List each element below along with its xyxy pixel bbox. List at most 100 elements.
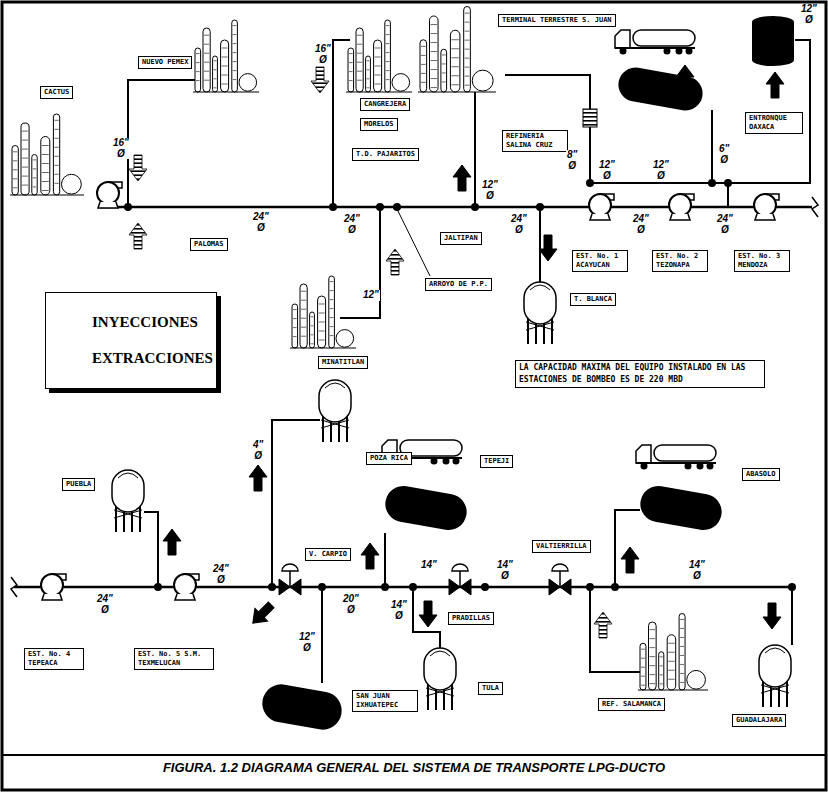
drawing: [10, 7, 818, 733]
station-name: PRADILLAS: [452, 614, 490, 623]
legend-box: [45, 292, 217, 389]
pipe-diameter: 12" Ø: [481, 180, 499, 201]
junction-dot: [536, 203, 544, 211]
extraction-arrow: [539, 235, 557, 261]
station-label-box: TEPEJI: [480, 455, 513, 468]
extraction-arrow: [676, 65, 694, 91]
vertical-tank: [752, 16, 794, 66]
pipe-diameter: 24" Ø: [343, 214, 361, 235]
junction-dot: [788, 583, 796, 591]
pump-symbol: [669, 194, 694, 220]
storage-tank: [319, 380, 351, 442]
pipe-diameter: 16" Ø: [112, 138, 130, 159]
station-name: CANGREJERA: [364, 100, 406, 109]
figure-caption: FIGURA. 1.2 DIAGRAMA GENERAL DEL SISTEMA…: [0, 760, 828, 775]
plant-icon: [193, 20, 259, 92]
station-name: PUEBLA: [66, 480, 91, 489]
note-box: LA CAPACIDAD MAXIMA DEL EQUIPO INSTALADO…: [515, 360, 765, 388]
plant-icon: [10, 114, 84, 195]
pipe-line: [321, 587, 323, 683]
pipe-line: [539, 207, 541, 282]
break-symbol: [11, 577, 17, 597]
station-name: TERMINAL TERRESTRE S. JUAN: [502, 16, 612, 25]
pipe-diameter: 14" Ø: [688, 560, 706, 581]
station-name: TULA: [482, 684, 499, 693]
filter-symbol: [583, 109, 597, 127]
station-name: REFINERIA SALINA CRUZ: [506, 132, 564, 150]
station-name: EST. No. 5 S.M. TEXMELUCAN: [138, 650, 210, 668]
pipe-diameter: 12" Ø: [800, 4, 818, 25]
extraction-arrow: [621, 547, 639, 573]
tank-truck: [636, 445, 716, 470]
station-label-box: EST. No. 1 ACAYUCAN: [572, 250, 628, 272]
junction-dot: [586, 583, 594, 591]
pipe-line: [590, 587, 640, 672]
pump-symbol: [174, 574, 199, 600]
extraction-arrow: [453, 165, 471, 191]
junction-dot: [708, 179, 716, 187]
extraction-arrow: [766, 72, 784, 98]
pump-symbol: [589, 194, 614, 220]
injection-arrow: [129, 223, 147, 249]
valve-symbol: [449, 564, 471, 595]
station-name: EST. No. 1 ACAYUCAN: [576, 252, 624, 270]
station-name: LA CAPACIDAD MAXIMA DEL EQUIPO INSTALADO…: [519, 362, 761, 386]
pipe-line: [397, 209, 430, 276]
pipe-line: [144, 512, 158, 587]
junction-dot: [381, 583, 389, 591]
pipe-diameter: 8" Ø: [566, 150, 578, 171]
pipe-line: [474, 92, 476, 207]
junction-dot: [268, 583, 276, 591]
station-name: TEPEJI: [484, 457, 509, 466]
station-label-box: TULA: [478, 682, 503, 695]
station-label-box: REFINERIA SALINA CRUZ: [502, 130, 568, 152]
storage-tank: [424, 648, 456, 710]
pipe-diameter: 24" Ø: [96, 594, 114, 615]
horizontal-tank: [382, 483, 469, 533]
station-label-box: MORELOS: [360, 118, 398, 131]
pipe-line: [711, 110, 713, 183]
extraction-arrow: [246, 598, 277, 629]
pipe-line: [791, 587, 793, 645]
junction-dot: [124, 203, 132, 211]
station-name: T.D. PAJARITOS: [356, 150, 415, 159]
horizontal-tank: [637, 483, 724, 533]
pipe-diameter: 12" Ø: [652, 160, 670, 181]
plant-icon: [290, 276, 356, 348]
station-label-box: EST. No. 2 TEZONAPA: [652, 250, 708, 272]
station-name: NUEVO PEMEX: [142, 58, 188, 67]
pipe-line: [615, 510, 640, 587]
extraction-arrow: [419, 601, 437, 627]
injection-arrow: [129, 155, 147, 181]
pipe-diameter: 14" Ø: [390, 600, 408, 621]
extraction-arrow: [763, 603, 781, 629]
storage-tank: [112, 470, 144, 532]
pipe-diameter: 14" Ø: [496, 560, 514, 581]
station-label-box: EST. No. 5 S.M. TEXMELUCAN: [134, 648, 214, 670]
station-label-box: MINATITLAN: [318, 356, 368, 369]
pipe-line: [272, 420, 320, 587]
extraction-arrow: [249, 465, 267, 491]
legend-text: INYECCIONES: [92, 314, 198, 331]
extraction-arrow: [163, 529, 181, 555]
station-label-box: PRADILLAS: [448, 612, 494, 625]
pipe-line: [384, 533, 386, 587]
station-name: EST. No. 2 TEZONAPA: [656, 252, 704, 270]
station-label-box: ENTRONQUE OAXACA: [745, 112, 803, 134]
junction-dot: [318, 583, 326, 591]
station-label-box: PALOMAS: [190, 238, 228, 251]
plant-icon: [346, 20, 412, 92]
pipe-diameter: 4" Ø: [252, 440, 264, 461]
station-name: MORELOS: [364, 120, 394, 129]
station-name: JALTIPAN: [444, 234, 478, 243]
horizontal-tank: [616, 65, 706, 113]
pipe-diameter: 12" Ø: [298, 632, 316, 653]
station-name: ARROYO DE P.P.: [429, 280, 488, 289]
station-label-box: EST. No. 3 MENDOZA: [734, 250, 790, 272]
junction-dot: [471, 203, 479, 211]
pipe-line: [100, 206, 812, 209]
pipe-line: [333, 40, 350, 207]
caption-rule: [2, 754, 826, 756]
station-name: POZA RICA: [370, 454, 408, 463]
pump-symbol: [41, 574, 66, 600]
